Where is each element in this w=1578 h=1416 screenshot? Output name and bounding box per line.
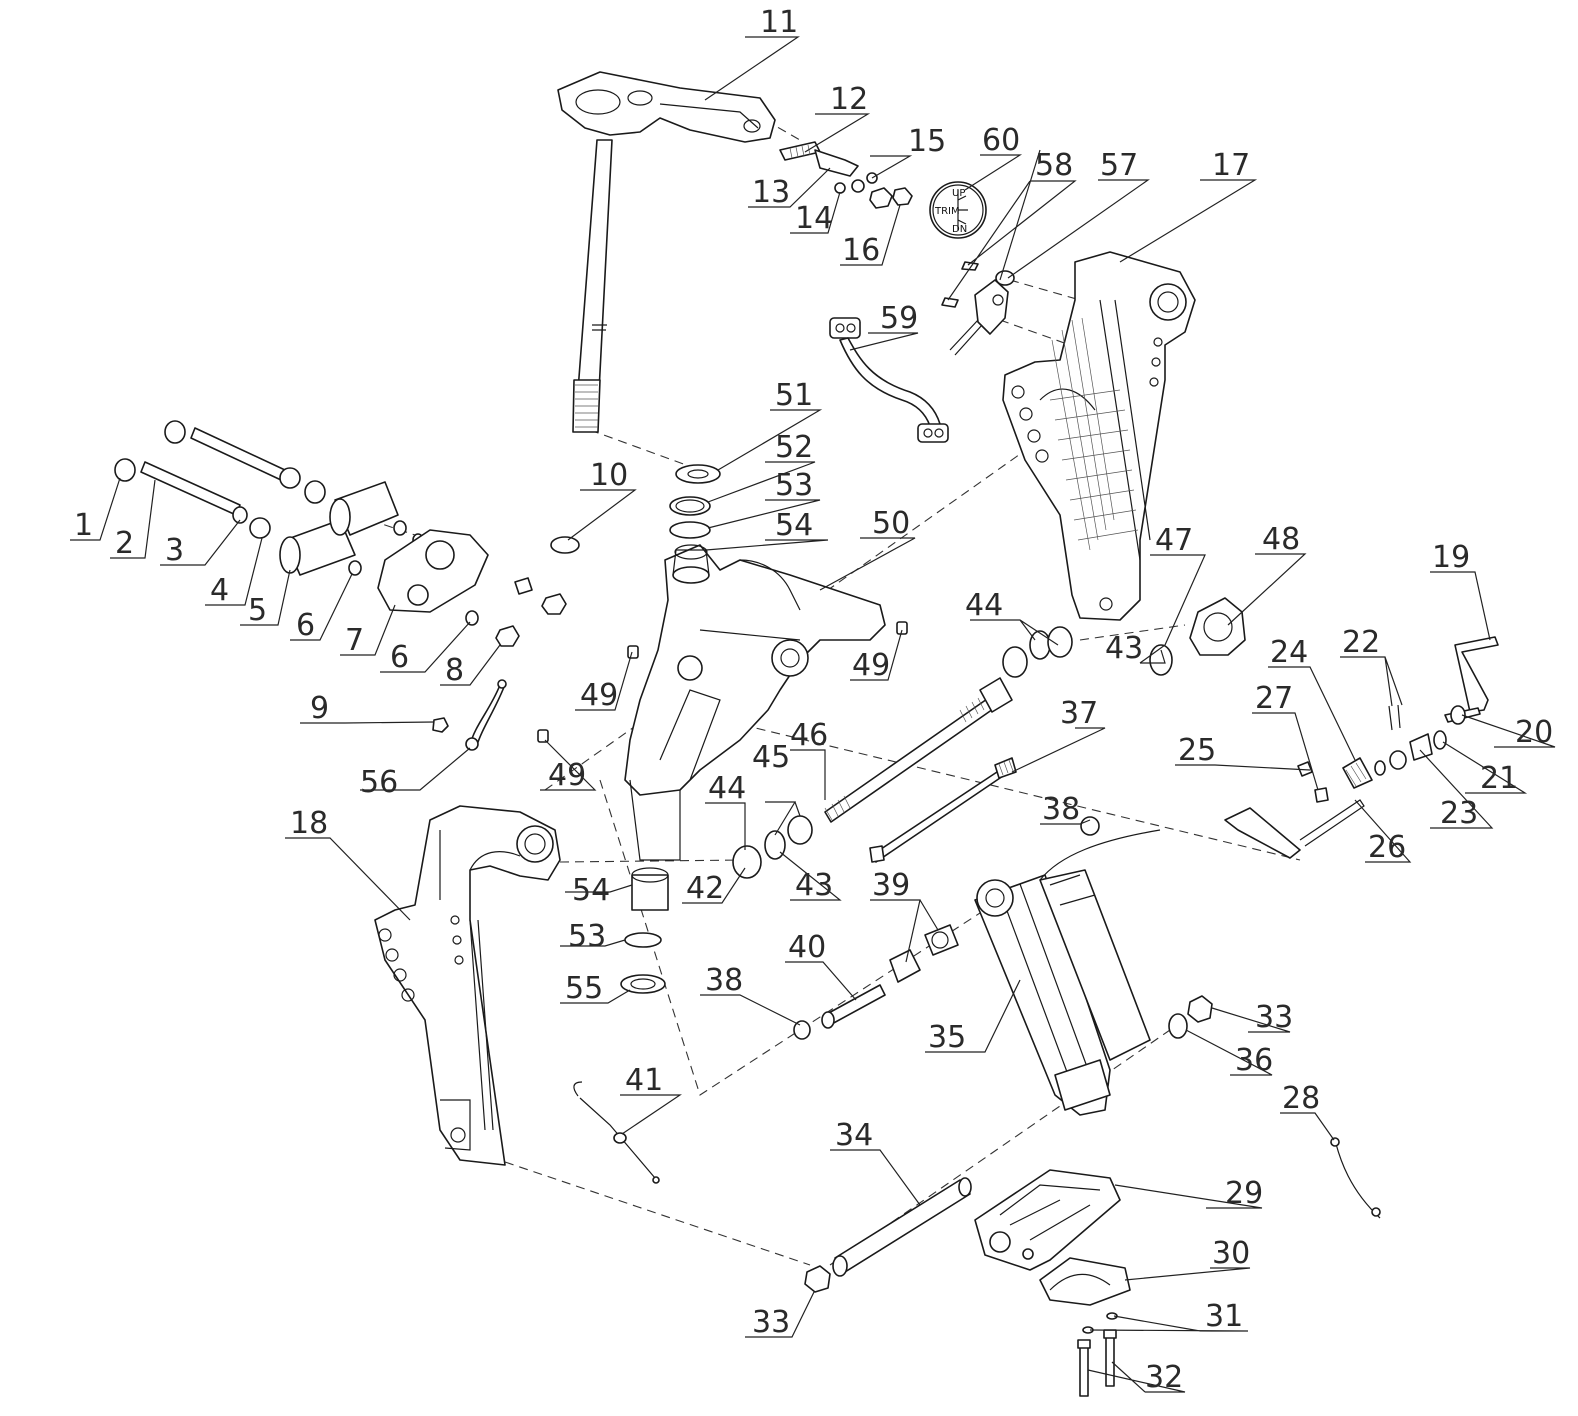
callout-8: 8 bbox=[445, 653, 464, 688]
callout-21: 21 bbox=[1480, 761, 1518, 796]
callout-15: 15 bbox=[908, 124, 946, 159]
callout-3: 3 bbox=[165, 533, 184, 568]
callout-37: 37 bbox=[1060, 696, 1098, 731]
callout-19: 19 bbox=[1432, 540, 1470, 575]
callout-23: 23 bbox=[1440, 796, 1478, 831]
callout-34: 34 bbox=[835, 1118, 873, 1153]
cylinder-nuts bbox=[804, 995, 1213, 1293]
steering-arm-and-shaft bbox=[557, 71, 776, 433]
callout-55: 55 bbox=[565, 971, 603, 1006]
callout-33: 33 bbox=[752, 1305, 790, 1340]
callout-18: 18 bbox=[290, 806, 328, 841]
wire-28 bbox=[1330, 1137, 1381, 1219]
lower-bracket bbox=[974, 1169, 1131, 1397]
callout-14: 14 bbox=[795, 201, 833, 236]
callout-33: 33 bbox=[1255, 1000, 1293, 1035]
circlip-10 bbox=[550, 536, 580, 554]
left-clamp-bracket bbox=[374, 805, 561, 1166]
callout-35: 35 bbox=[928, 1020, 966, 1055]
callout-24: 24 bbox=[1270, 635, 1308, 670]
swivel-bracket bbox=[624, 544, 886, 861]
callout-46: 46 bbox=[790, 718, 828, 753]
callout-43: 43 bbox=[1105, 631, 1143, 666]
trim-gauge: UP TRIM DN bbox=[929, 181, 987, 239]
callout-54: 54 bbox=[572, 873, 610, 908]
steering-hardware-12-16 bbox=[779, 141, 913, 209]
callout-12: 12 bbox=[830, 82, 868, 117]
callout-45: 45 bbox=[752, 740, 790, 775]
callout-20: 20 bbox=[1515, 715, 1553, 750]
gauge-trim-text: TRIM bbox=[934, 206, 960, 217]
callout-40: 40 bbox=[788, 930, 826, 965]
callout-44: 44 bbox=[708, 771, 746, 806]
callout-9: 9 bbox=[310, 691, 329, 726]
callout-58: 58 bbox=[1035, 148, 1073, 183]
callout-25: 25 bbox=[1178, 733, 1216, 768]
callout-29: 29 bbox=[1225, 1176, 1263, 1211]
callout-52: 52 bbox=[775, 430, 813, 465]
callout-16: 16 bbox=[842, 233, 880, 268]
small-fasteners bbox=[432, 621, 908, 751]
callout-49: 49 bbox=[852, 648, 890, 683]
callout-49: 49 bbox=[548, 758, 586, 793]
callout-13: 13 bbox=[752, 175, 790, 210]
cable-41 bbox=[573, 1081, 660, 1184]
callout-2: 2 bbox=[115, 526, 134, 561]
callout-50: 50 bbox=[872, 506, 910, 541]
callout-53: 53 bbox=[775, 468, 813, 503]
callout-17: 17 bbox=[1212, 148, 1250, 183]
trim-tilt-cylinder bbox=[974, 829, 1161, 1116]
callout-41: 41 bbox=[625, 1063, 663, 1098]
callout-11: 11 bbox=[760, 5, 798, 40]
callout-43: 43 bbox=[795, 868, 833, 903]
callout-4: 4 bbox=[210, 573, 229, 608]
tilt-pin-assembly bbox=[114, 420, 567, 647]
callout-38: 38 bbox=[705, 963, 743, 998]
swivel-bushings bbox=[620, 464, 721, 994]
trim-sender bbox=[941, 261, 1015, 356]
leader-lines bbox=[70, 36, 1556, 1393]
callout-53: 53 bbox=[568, 919, 606, 954]
callout-numbers: 1 2 3 4 5 6 6 7 8 9 10 11 12 13 14 15 16… bbox=[74, 5, 1553, 1395]
callout-26: 26 bbox=[1368, 830, 1406, 865]
callout-27: 27 bbox=[1255, 681, 1293, 716]
callout-6: 6 bbox=[390, 640, 409, 675]
callout-49: 49 bbox=[580, 678, 618, 713]
release-linkage bbox=[1224, 636, 1499, 859]
callout-36: 36 bbox=[1235, 1043, 1273, 1078]
tilt-tube-assembly bbox=[732, 597, 1246, 879]
callout-47: 47 bbox=[1155, 523, 1193, 558]
gauge-down-text: DN bbox=[952, 224, 967, 235]
gauge-up-text: UP bbox=[952, 188, 965, 199]
callout-28: 28 bbox=[1282, 1081, 1320, 1116]
callout-38: 38 bbox=[1042, 792, 1080, 827]
callout-10: 10 bbox=[590, 458, 628, 493]
right-clamp-bracket bbox=[1002, 251, 1196, 621]
callout-54: 54 bbox=[775, 508, 813, 543]
lock-rod-and-pins bbox=[793, 757, 1100, 1040]
callout-32: 32 bbox=[1145, 1360, 1183, 1395]
ground-strap bbox=[829, 317, 949, 443]
callout-59: 59 bbox=[880, 301, 918, 336]
callout-57: 57 bbox=[1100, 148, 1138, 183]
callout-60: 60 bbox=[982, 123, 1020, 158]
callout-44: 44 bbox=[965, 588, 1003, 623]
callout-7: 7 bbox=[345, 623, 364, 658]
callout-56: 56 bbox=[360, 765, 398, 800]
callout-42: 42 bbox=[686, 871, 724, 906]
callout-5: 5 bbox=[248, 593, 267, 628]
callout-1: 1 bbox=[74, 508, 93, 543]
callout-48: 48 bbox=[1262, 522, 1300, 557]
callout-6: 6 bbox=[296, 608, 315, 643]
callout-39: 39 bbox=[872, 868, 910, 903]
lower-shaft bbox=[832, 1177, 972, 1277]
callout-22: 22 bbox=[1342, 625, 1380, 660]
callout-30: 30 bbox=[1212, 1236, 1250, 1271]
callout-31: 31 bbox=[1205, 1299, 1243, 1334]
callout-51: 51 bbox=[775, 378, 813, 413]
